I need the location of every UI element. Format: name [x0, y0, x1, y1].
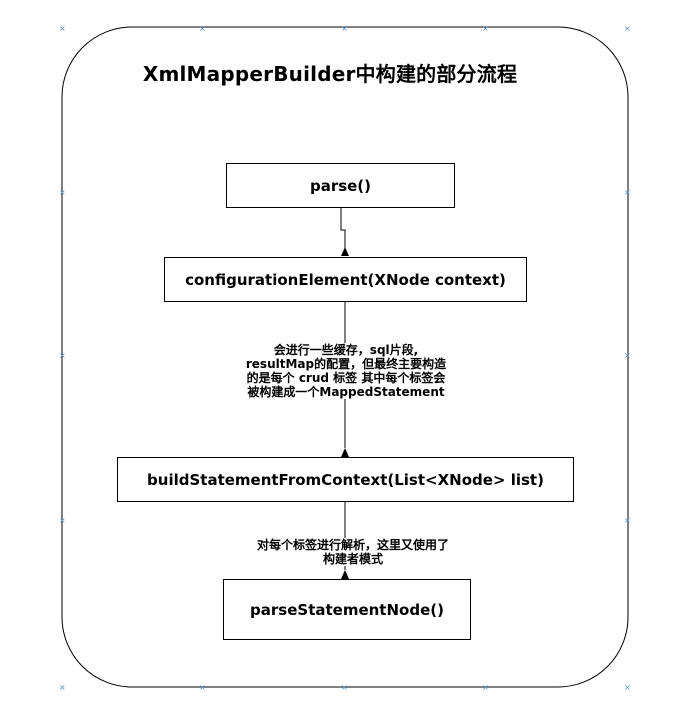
edge-label-line: 会进行一些缓存，sql片段, [273, 343, 419, 357]
node-build-statement-from-context[interactable]: buildStatementFromContext(List<XNode> li… [117, 457, 574, 502]
selection-handles[interactable]: × × × × × × × × × × × × × × × × [59, 24, 631, 692]
handle-icon[interactable]: × [59, 24, 66, 33]
handle-icon[interactable]: × [624, 188, 631, 197]
arrowhead-icon [341, 247, 349, 256]
handle-icon[interactable]: × [59, 516, 66, 525]
handle-icon[interactable]: × [482, 24, 489, 33]
handle-icon[interactable]: × [624, 683, 631, 692]
handle-icon[interactable]: × [199, 683, 206, 692]
node-parse-statement-node[interactable]: parseStatementNode() [223, 579, 471, 640]
handle-icon[interactable]: × [624, 351, 631, 360]
handle-icon[interactable]: × [341, 683, 348, 692]
edge-label-line: 的是每个 crud 标签 其中每个标签会 [246, 371, 446, 385]
arrowhead-icon [341, 570, 349, 579]
handle-icon[interactable]: × [59, 683, 66, 692]
handle-icon[interactable]: × [482, 683, 489, 692]
edge-label-line: 构建者模式 [322, 552, 383, 566]
edge-label-line: 对每个标签进行解析，这里又使用了 [256, 538, 449, 552]
edge-label-build-to-parse[interactable]: 对每个标签进行解析，这里又使用了 构建者模式 [238, 538, 468, 566]
handle-icon[interactable]: × [59, 351, 66, 360]
node-parse[interactable]: parse() [226, 163, 455, 208]
edge-parse-to-config[interactable] [340, 207, 346, 250]
edge-label-line: resultMap的配置，但最终主要构造 [245, 357, 447, 371]
handle-icon[interactable]: × [341, 24, 348, 33]
edge-label-config-to-build[interactable]: 会进行一些缓存，sql片段, resultMap的配置，但最终主要构造 的是每个… [230, 343, 462, 399]
handle-icon[interactable]: × [199, 24, 206, 33]
arrowhead-icon [341, 448, 349, 457]
node-configuration-element[interactable]: configurationElement(XNode context) [164, 257, 527, 302]
handle-icon[interactable]: × [624, 516, 631, 525]
diagram-title[interactable]: XmlMapperBuilder中构建的部分流程 [142, 62, 518, 86]
handle-icon[interactable]: × [59, 188, 66, 197]
edge-label-line: 被构建成一个MappedStatement [247, 385, 445, 399]
container-frame[interactable] [61, 26, 629, 688]
handle-icon[interactable]: × [624, 24, 631, 33]
